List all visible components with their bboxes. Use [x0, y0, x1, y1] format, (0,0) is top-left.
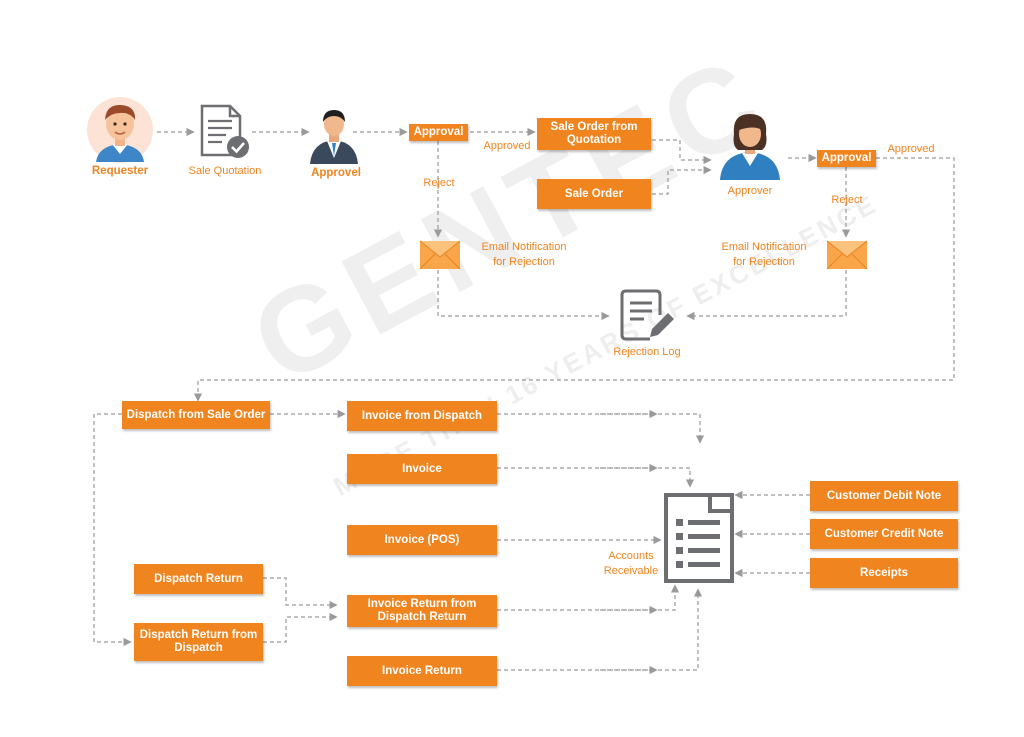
- reject-label-1: Reject: [423, 177, 455, 189]
- requester-avatar-icon: [87, 97, 153, 163]
- invoice-from-dispatch-box: Invoice from Dispatch: [347, 401, 497, 431]
- customer-debit-note-box: Customer Debit Note: [810, 481, 958, 511]
- edge-invreturn-ar: [497, 588, 703, 671]
- sale-quotation-label: Sale Quotation: [188, 165, 262, 177]
- document-edit-icon: [620, 289, 674, 341]
- email-envelope-icon: [419, 240, 461, 270]
- requester-label: Requester: [91, 165, 149, 177]
- reject-label-2: Reject: [831, 194, 863, 206]
- businessman-icon: [310, 110, 358, 164]
- edge-invret-ar: [497, 584, 680, 611]
- sale-order-box: Sale Order: [537, 179, 651, 209]
- invoice-return-from-dispatch-return-box: Invoice Return from Dispatch Return: [347, 595, 497, 627]
- dispatch-return-box: Dispatch Return: [134, 564, 263, 594]
- rejection-log-label: Rejection Log: [613, 346, 681, 358]
- edge-approved-dispatch: [193, 157, 955, 402]
- approver-label: Approver: [727, 185, 773, 197]
- edge-invfromdisp-ar: [497, 413, 705, 444]
- edge-drfd-invret: [263, 612, 338, 643]
- accounts-receivable-label-line1: Accounts: [608, 550, 654, 562]
- customer-credit-note-box: Customer Credit Note: [810, 519, 958, 549]
- approval-box-1: Approval: [409, 124, 468, 141]
- edge-so-approver: [652, 165, 712, 195]
- email-notification-right-line1: Email Notification: [721, 241, 807, 253]
- sale-order-from-quotation-box: Sale Order from Quotation: [537, 118, 651, 150]
- email-envelope-icon: [826, 240, 868, 270]
- accounts-receivable-document-icon: [664, 493, 734, 583]
- edge-email-left-log: [437, 270, 610, 321]
- dispatch-return-from-dispatch-box: Dispatch Return from Dispatch: [134, 623, 263, 661]
- email-notification-right-line2: for Rejection: [733, 256, 795, 268]
- approved-label-1: Approved: [483, 140, 531, 152]
- edge-dr-invret: [263, 577, 338, 610]
- invoice-box: Invoice: [347, 454, 497, 484]
- edge-sofq-approver: [652, 139, 712, 165]
- document-check-icon: [200, 104, 249, 158]
- accounts-receivable-label-line2: Receivable: [603, 565, 659, 577]
- approved-label-2: Approved: [887, 143, 935, 155]
- invoice-pos-box: Invoice (POS): [347, 525, 497, 555]
- edge-invoice-ar: [497, 467, 695, 488]
- receipts-box: Receipts: [810, 558, 958, 588]
- dispatch-from-sale-order-box: Dispatch from Sale Order: [122, 401, 270, 429]
- approvel-label: Approvel: [311, 167, 361, 179]
- edge-dispatch-return-from-dispatch: [93, 413, 132, 647]
- email-notification-left-line1: Email Notification: [481, 241, 567, 253]
- businesswoman-icon: [720, 114, 780, 180]
- email-notification-left-line2: for Rejection: [493, 256, 555, 268]
- invoice-return-box: Invoice Return: [347, 656, 497, 686]
- edge-email-right-log: [686, 270, 847, 321]
- approval-box-2: Approval: [817, 150, 876, 167]
